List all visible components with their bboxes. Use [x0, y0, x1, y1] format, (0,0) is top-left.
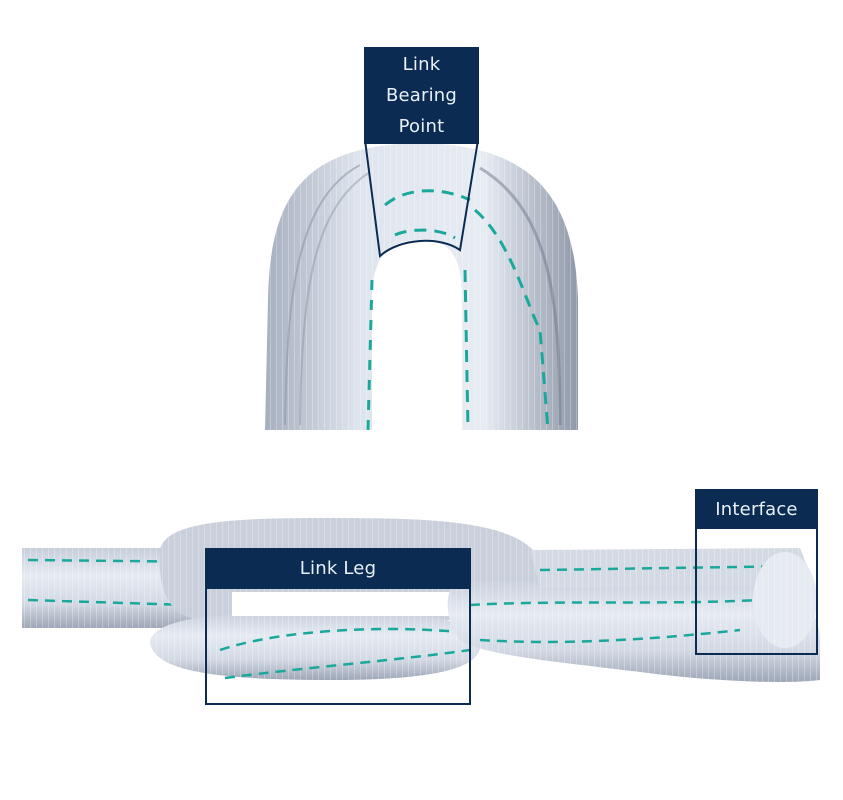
label-link-bearing-point: Link Bearing Point [364, 47, 479, 144]
label-link-leg-text: Link Leg [299, 558, 377, 579]
bearing-point-outline [364, 139, 479, 259]
label-link-leg: Link Leg [205, 548, 471, 589]
label-link-bearing-point-text: Link Bearing Point [385, 54, 458, 137]
top-sling [265, 143, 578, 431]
label-interface-text: Interface [715, 498, 798, 520]
label-interface: Interface [695, 489, 818, 529]
bottom-sling-chain [22, 518, 820, 683]
